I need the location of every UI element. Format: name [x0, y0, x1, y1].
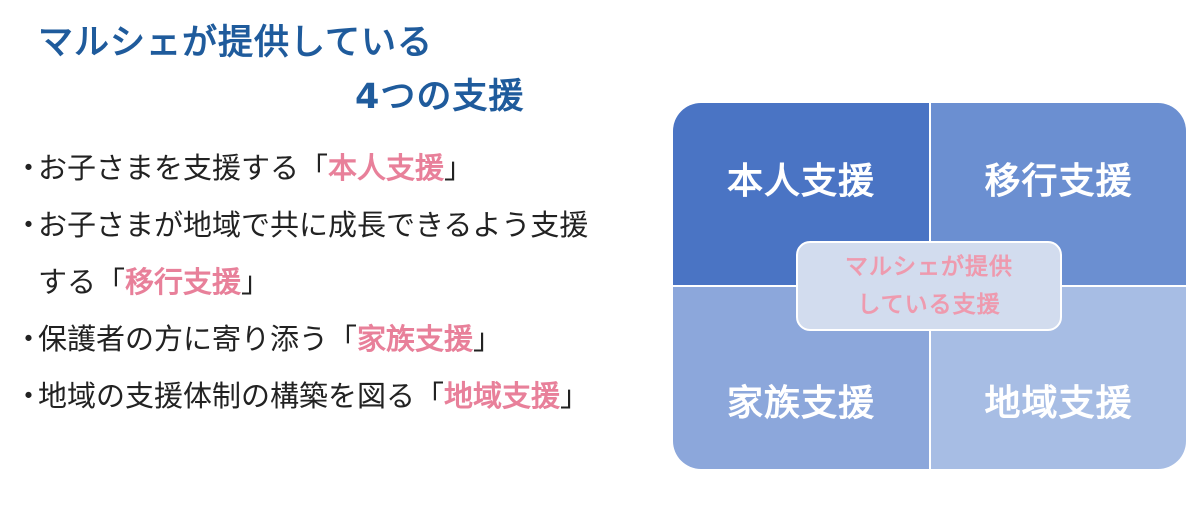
quadrant-label: 地域支援 — [984, 383, 1133, 424]
bullet-marker: ・ — [14, 151, 44, 185]
support-bullet-list: ・お子さまを支援する「本人支援」 ・お子さまが地域で共に成長できるよう支援 する… — [14, 140, 674, 425]
quadrant-label: 移行支援 — [984, 161, 1133, 202]
bullet-item-family-support: ・保護者の方に寄り添う「家族支援」 — [14, 311, 674, 368]
quadrant-label: 家族支援 — [726, 383, 875, 424]
bullet-highlight: 家族支援 — [357, 322, 474, 356]
bullet-text: 地域の支援体制の構築を図る「 — [38, 379, 445, 413]
center-label-line-1: マルシェが提供 — [845, 254, 1013, 280]
bullet-suffix: 」 — [473, 322, 503, 356]
bullet-item-transition-support: ・お子さまが地域で共に成長できるよう支援 — [14, 197, 674, 254]
bullet-suffix: 」 — [444, 151, 474, 185]
page-title-line-2: 4つの支援 — [355, 77, 525, 117]
quadrant-label: 本人支援 — [726, 161, 875, 202]
bullet-marker: ・ — [14, 208, 44, 242]
bullet-item-transition-support-continued: する「移行支援」 — [14, 254, 674, 311]
center-label-line-2: している支援 — [857, 292, 1001, 318]
bullet-text: お子さまが地域で共に成長できるよう支援 — [38, 208, 589, 242]
bullet-text: 保護者の方に寄り添う「 — [38, 322, 358, 356]
bullet-text: する「 — [38, 265, 126, 299]
bullet-highlight: 移行支援 — [125, 265, 242, 299]
bullet-text: お子さまを支援する「 — [38, 151, 329, 185]
bullet-item-individual-support: ・お子さまを支援する「本人支援」 — [14, 140, 674, 197]
bullet-suffix: 」 — [560, 379, 590, 413]
page-title-line-1: マルシェが提供している — [38, 23, 433, 63]
bullet-highlight: 本人支援 — [328, 151, 445, 185]
bullet-item-community-support: ・地域の支援体制の構築を図る「地域支援」 — [14, 368, 674, 425]
diagram-center-label: マルシェが提供 している支援 — [796, 241, 1062, 331]
bullet-highlight: 地域支援 — [444, 379, 561, 413]
bullet-marker: ・ — [14, 379, 44, 413]
bullet-marker: ・ — [14, 322, 44, 356]
bullet-suffix: 」 — [241, 265, 271, 299]
